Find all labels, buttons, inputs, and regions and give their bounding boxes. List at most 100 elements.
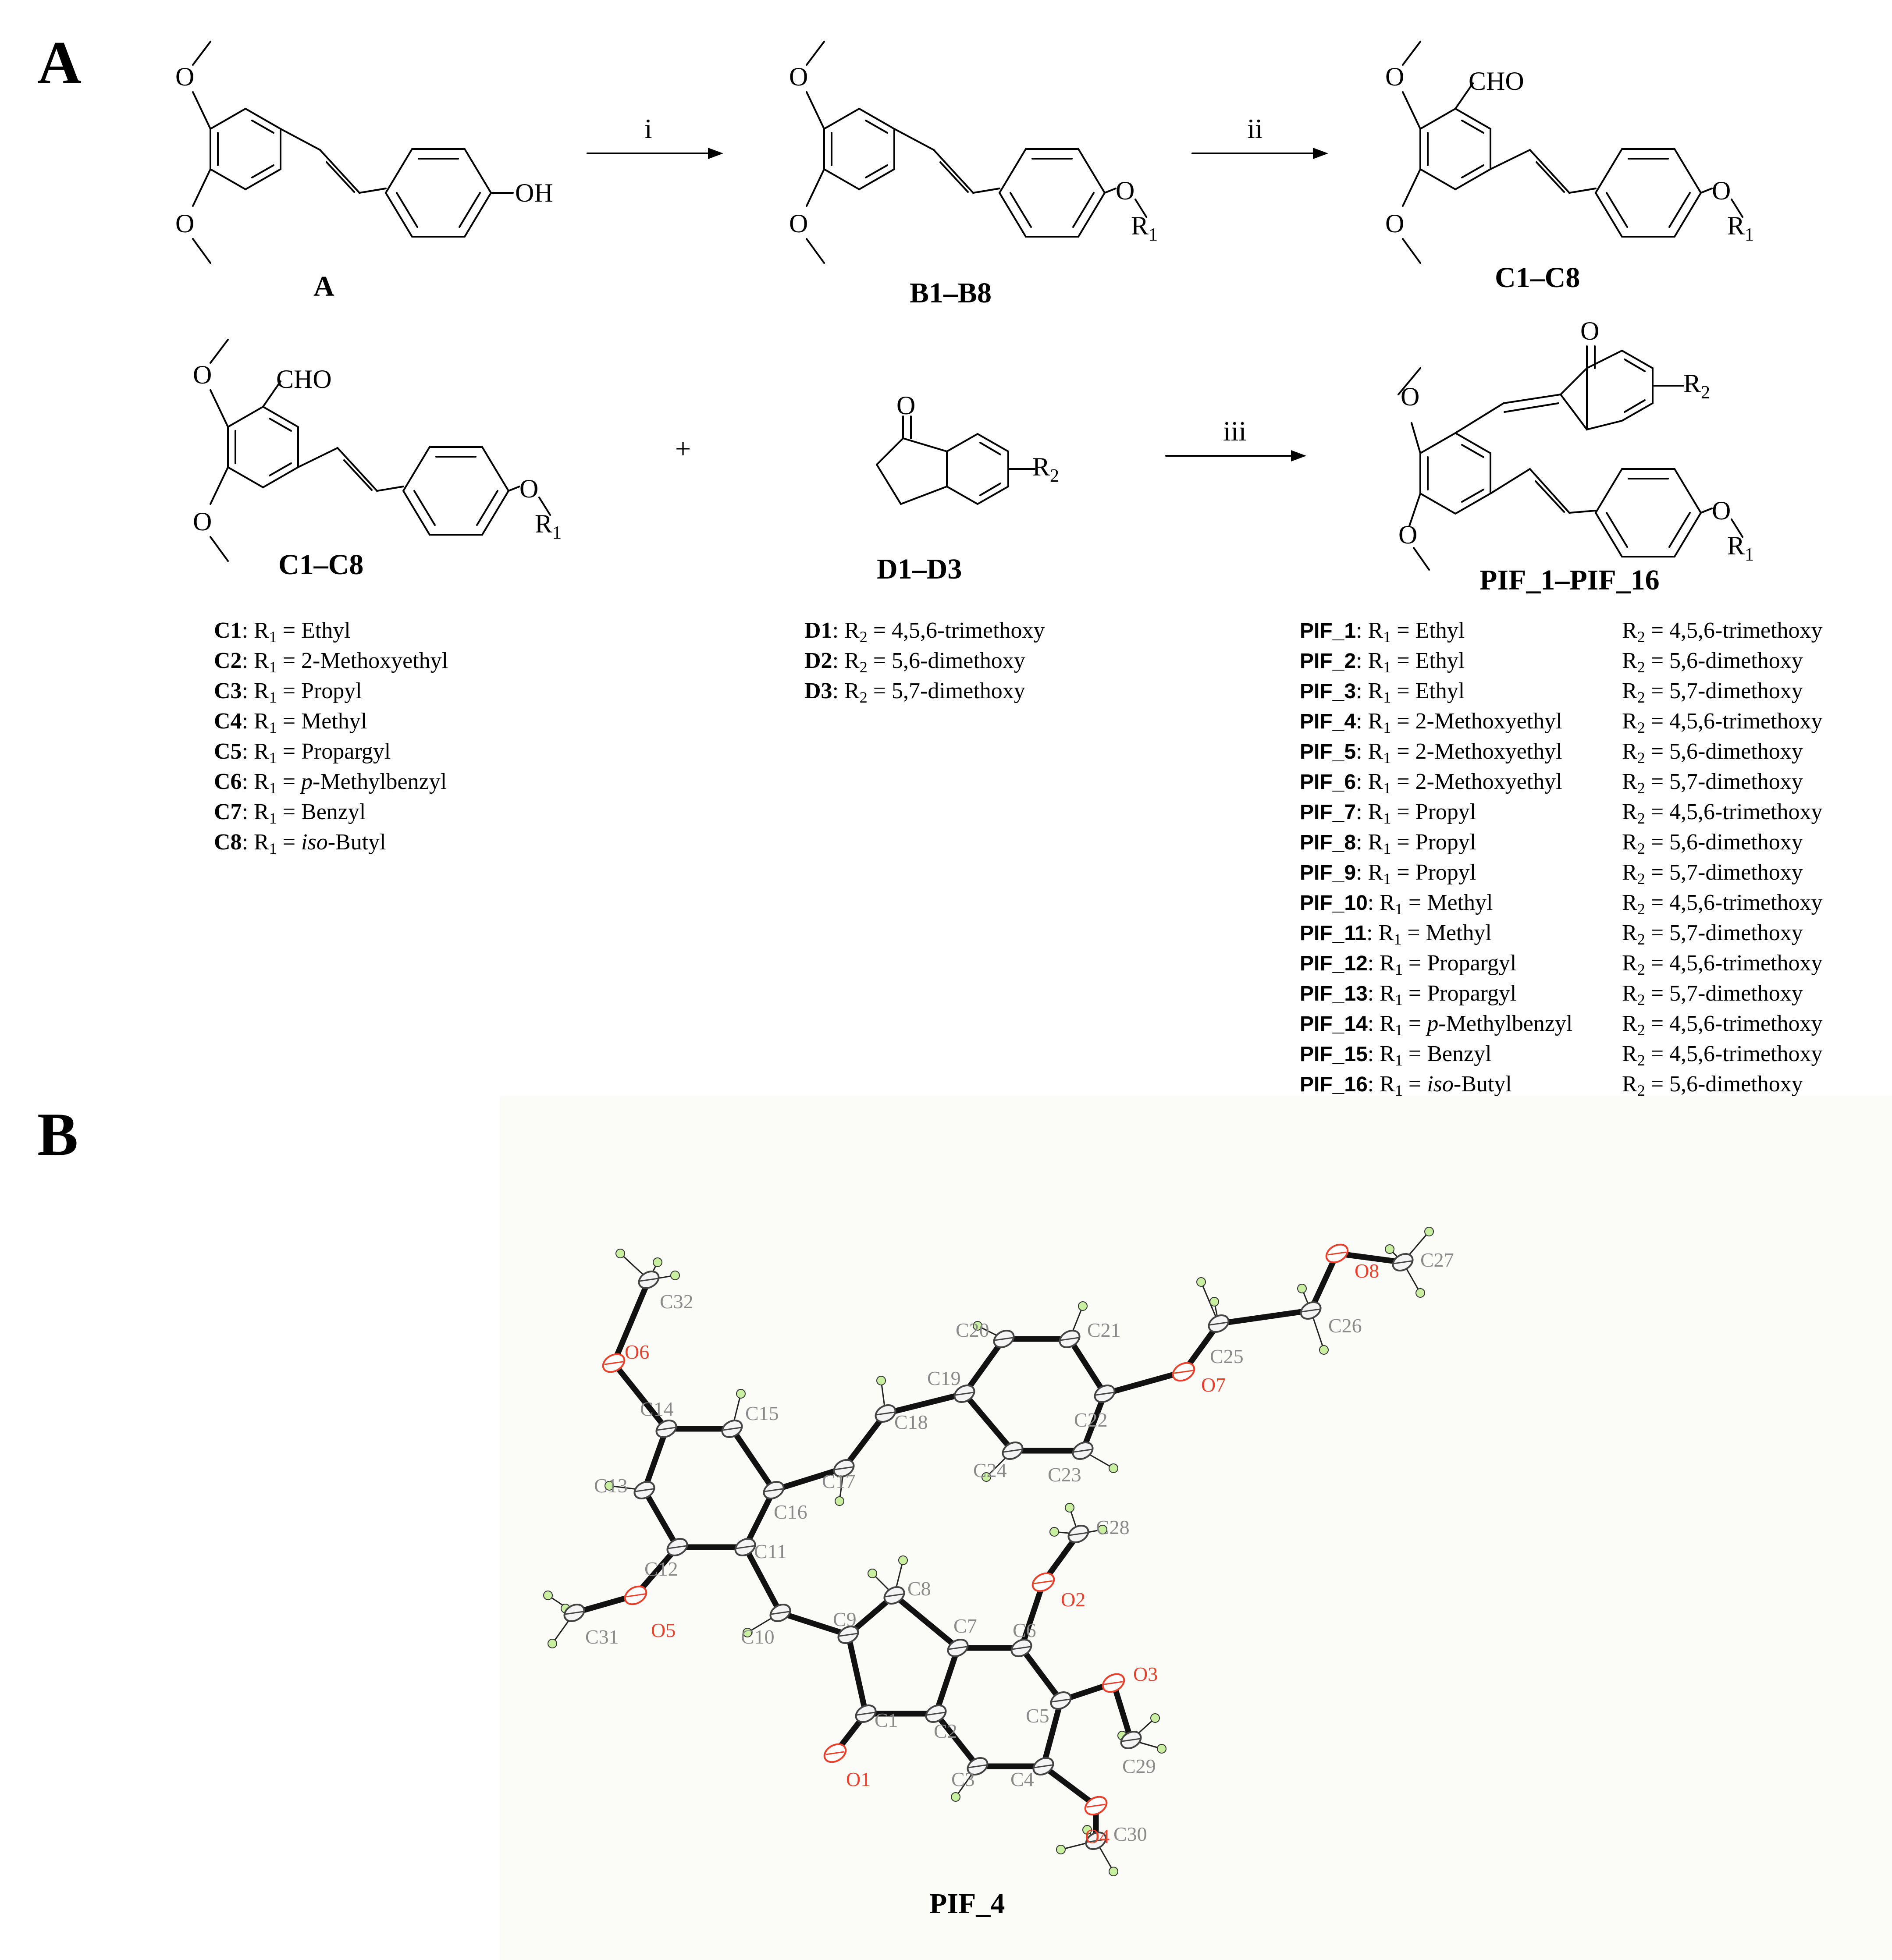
compound-label-b: B1–B8: [910, 277, 992, 309]
bond: [611, 1360, 669, 1432]
pif-list-r2: R2 = 5,7-dimethoxy: [1622, 769, 1803, 797]
compound-label-d: D1–D3: [877, 553, 962, 585]
crystal-caption: PIF_4: [929, 1888, 1005, 1920]
atom-label: C27: [1420, 1249, 1454, 1271]
hydrogen-atom: [868, 1569, 877, 1578]
atom-o: O: [789, 209, 808, 238]
bond: [961, 1336, 1007, 1397]
ellipsoid-octant: [764, 1488, 783, 1492]
atom-oh: OH: [515, 178, 553, 207]
bond: [933, 1645, 961, 1717]
hydrogen-atom: [1082, 1825, 1092, 1835]
hydrogen-atom: [543, 1591, 553, 1600]
hydrogen-atom: [1049, 1527, 1059, 1537]
pif-list-id: PIF_15: [1300, 1043, 1368, 1066]
c-list-item: C8: R1 = iso-Butyl: [214, 830, 386, 857]
atom-label: C29: [1122, 1755, 1156, 1777]
ellipsoid-octant: [1393, 1260, 1412, 1264]
atom-label: C10: [741, 1626, 775, 1648]
molecule-b: [806, 41, 1147, 264]
atom-label: C5: [1026, 1704, 1049, 1727]
pif-list-r2: R2 = 4,5,6-trimethoxy: [1622, 709, 1823, 736]
c-list-item: C5: R1 = Propargyl: [214, 739, 391, 767]
ellipsoid-octant: [1209, 1321, 1228, 1326]
pif-list-id: PIF_1: [1300, 619, 1356, 643]
ellipsoid-octant: [839, 1633, 858, 1637]
pif-list-id: PIF_3: [1300, 680, 1356, 703]
d-list-item: D2: R2 = 5,6-dimethoxy: [804, 648, 1025, 676]
pif-list-r2: R2 = 5,7-dimethoxy: [1622, 981, 1803, 1008]
atom-cho: CHO: [1469, 67, 1524, 96]
bond: [611, 1277, 652, 1366]
ellipsoid-octant: [604, 1361, 623, 1365]
atom-label: C13: [594, 1474, 628, 1497]
ellipsoid-octant: [825, 1751, 845, 1755]
bond: [882, 1391, 967, 1417]
atom-o: O: [1712, 496, 1731, 525]
pif-list-item: PIF_12: R1 = Propargyl: [1300, 951, 1516, 978]
c-list-item: C4: R1 = Methyl: [214, 709, 367, 736]
hydrogen-atom: [982, 1472, 991, 1482]
ellipsoid-octant: [1301, 1308, 1320, 1313]
atom-label: C3: [951, 1768, 975, 1790]
pif-list-r2: R2 = 4,5,6-trimethoxy: [1622, 1011, 1823, 1039]
atom-label: O1: [846, 1768, 871, 1790]
pif-list-item: PIF_10: R1 = Methyl: [1300, 890, 1493, 918]
atom-label: C31: [585, 1626, 619, 1648]
pif-list-item: PIF_9: R1 = Propyl: [1300, 860, 1476, 888]
ellipsoid-octant: [668, 1545, 687, 1549]
atom-r1: R1: [535, 509, 562, 543]
bond: [641, 1487, 680, 1550]
atom-label: C15: [745, 1402, 779, 1424]
atom-label: C32: [660, 1290, 693, 1313]
ellipsoid-octant: [1060, 1337, 1079, 1341]
atom-label: O4: [1085, 1825, 1110, 1847]
molecule-a: O O OH: [175, 41, 553, 264]
pif-list-r2: R2 = 5,6-dimethoxy: [1622, 830, 1803, 857]
molecule-d: [876, 415, 1035, 505]
hydrogen-atom: [615, 1249, 625, 1258]
atom-o: O: [789, 62, 808, 91]
ellipsoid-octant: [565, 1611, 584, 1615]
atom-label: C2: [934, 1720, 957, 1742]
bond: [933, 1711, 981, 1769]
pif-list-r2: R2 = 4,5,6-trimethoxy: [1622, 1041, 1823, 1069]
atom-label: O3: [1133, 1663, 1158, 1685]
hydrogen-atom: [1056, 1845, 1066, 1854]
c-list-item: C2: R1 = 2-Methoxyethyl: [214, 648, 448, 676]
ellipsoid-octant: [657, 1427, 676, 1431]
c-list-id: C6: [214, 769, 242, 794]
plus-sign: +: [675, 433, 691, 464]
atom-label: C4: [1010, 1768, 1034, 1790]
hydrogen-atom: [1109, 1867, 1118, 1876]
pif-list-id: PIF_8: [1300, 831, 1356, 854]
pif-list-r2: R2 = 5,7-dimethoxy: [1622, 678, 1803, 706]
ellipsoid-octant: [736, 1545, 755, 1549]
pif-list-id: PIF_4: [1300, 710, 1356, 733]
pif-list-item: PIF_14: R1 = p-Methylbenzyl: [1300, 1011, 1572, 1039]
molecule-c: [1402, 41, 1743, 264]
pif-list-id: PIF_11: [1300, 922, 1366, 945]
atom-label: C9: [833, 1608, 857, 1630]
bond: [891, 1592, 961, 1651]
c-list-item: C7: R1 = Benzyl: [214, 799, 366, 827]
c-list-id: C2: [214, 648, 242, 673]
compound-label-a: A: [313, 270, 334, 302]
pif-list-item: PIF_16: R1 = iso-Butyl: [1300, 1072, 1512, 1099]
pif-list-id: PIF_16: [1300, 1073, 1368, 1096]
atom-label: C20: [956, 1319, 989, 1341]
d-list-item: D1: R2 = 4,5,6-trimethoxy: [804, 618, 1045, 646]
atom-label: C25: [1210, 1345, 1244, 1367]
ellipsoid-octant: [1073, 1449, 1092, 1453]
atom-label: C24: [973, 1459, 1007, 1481]
ellipsoid-octant: [1034, 1764, 1053, 1768]
atom-o: O: [1385, 62, 1404, 91]
bond: [1080, 1391, 1108, 1454]
atom-o: O: [1385, 209, 1404, 238]
atom-o: O: [1712, 176, 1731, 205]
atom-o: O: [1116, 176, 1134, 205]
hydrogen-atom: [1150, 1713, 1160, 1723]
